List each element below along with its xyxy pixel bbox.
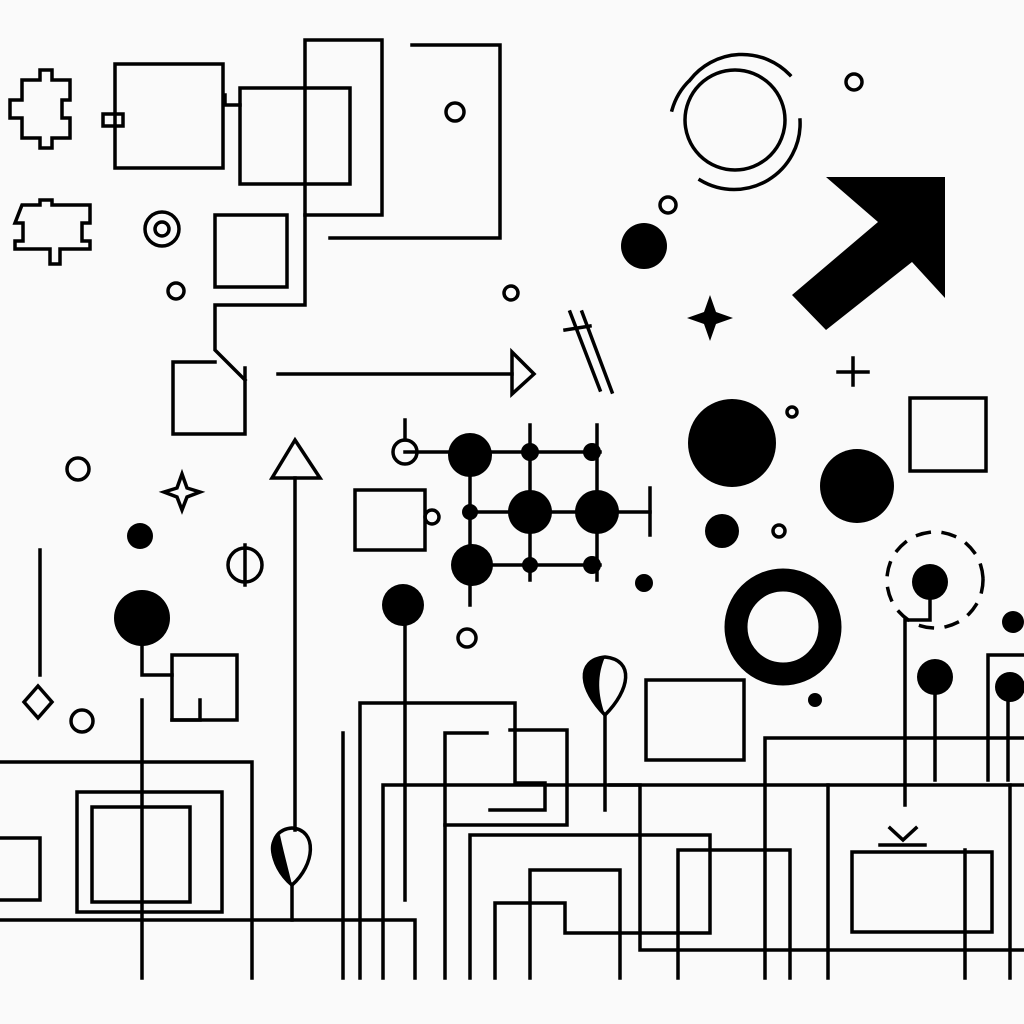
small-circle xyxy=(456,627,478,649)
small-circle xyxy=(69,708,95,734)
rectangle xyxy=(238,86,352,186)
filled-circle xyxy=(820,449,894,523)
network-node xyxy=(583,443,601,461)
filled-circle xyxy=(917,659,953,695)
slash-marks xyxy=(562,309,615,395)
balloon-fill xyxy=(270,835,292,885)
network-node xyxy=(448,433,492,477)
rectangle xyxy=(644,678,746,762)
ring-icon xyxy=(153,220,171,238)
filled-circle xyxy=(912,564,948,600)
filled-circle xyxy=(995,672,1024,702)
filled-circle xyxy=(621,223,667,269)
network-node xyxy=(575,490,619,534)
connector-line xyxy=(903,598,932,807)
rectangle xyxy=(113,62,225,170)
sparkle-icon xyxy=(158,468,206,515)
filled-circle xyxy=(688,399,776,487)
small-circle xyxy=(844,72,864,92)
filled-circle xyxy=(1002,611,1024,633)
small-circle xyxy=(166,281,186,301)
connector-line xyxy=(303,38,384,217)
diamond-icon xyxy=(21,683,55,721)
connector-line xyxy=(328,43,502,240)
network-node xyxy=(508,490,552,534)
filled-circle xyxy=(635,574,653,592)
small-circle xyxy=(444,101,466,123)
network-node xyxy=(462,504,478,520)
network-node xyxy=(583,556,601,574)
filled-circle xyxy=(127,523,153,549)
filled-circle xyxy=(808,693,822,707)
sparkle-icon xyxy=(687,295,733,341)
network-node xyxy=(521,443,539,461)
plus-icon xyxy=(836,356,870,387)
gear-outline-icon xyxy=(12,198,92,266)
small-circle xyxy=(502,284,520,302)
small-circle xyxy=(65,456,91,482)
circuit-lines xyxy=(0,698,1024,980)
dashed-ring xyxy=(885,530,985,630)
rectangle xyxy=(213,213,289,289)
rectangle xyxy=(908,396,988,473)
filled-circle xyxy=(114,590,170,646)
connector-line xyxy=(140,643,174,677)
connector-tab xyxy=(101,112,125,128)
network-node xyxy=(522,557,538,573)
connector-line xyxy=(223,93,242,107)
network-node xyxy=(451,544,493,586)
gear-outline-icon xyxy=(8,68,72,150)
ring-icon xyxy=(143,210,181,248)
connector-line xyxy=(213,213,307,383)
ring-icon xyxy=(724,568,842,686)
filled-circle xyxy=(382,584,424,626)
chevron-down-icon xyxy=(887,825,919,843)
small-circle xyxy=(785,405,799,419)
small-circle xyxy=(658,195,678,215)
ring-icon xyxy=(683,68,787,172)
rectangle-open xyxy=(171,360,247,436)
small-circle xyxy=(771,523,787,539)
filled-circle xyxy=(705,514,739,548)
rectangle xyxy=(170,653,239,722)
arrowhead-icon xyxy=(510,347,537,398)
arc xyxy=(669,52,802,192)
balloon-fill xyxy=(584,657,605,715)
small-circle xyxy=(423,508,441,526)
arrow-up-right-icon xyxy=(792,177,945,330)
